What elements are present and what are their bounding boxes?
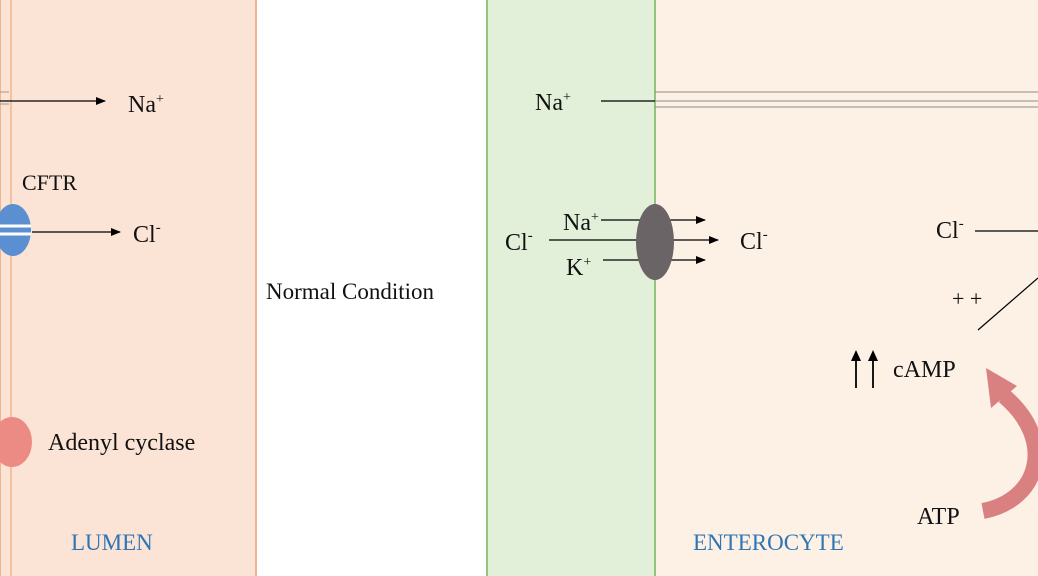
cl-out-label: Cl-: [740, 227, 768, 255]
atp-label: ATP: [917, 504, 960, 530]
cftr-label: CFTR: [22, 170, 77, 195]
nkcc-cotransporter-icon: [636, 204, 674, 280]
enterocyte-region: [654, 0, 1038, 576]
cl-label: Cl-: [133, 220, 161, 248]
curved-conversion-arrow-icon: [981, 368, 1038, 519]
na-label: Na+: [128, 92, 164, 118]
right-panel: Na+ Cl- Na+ K+ Cl- Cl- + +: [486, 0, 1038, 576]
cftr-channel-icon: [0, 204, 31, 256]
lumen-label: LUMEN: [71, 530, 153, 555]
co-na-label: Na+: [563, 210, 599, 236]
stimulation-label: + +: [952, 286, 982, 311]
camp-label: cAMP: [893, 357, 956, 383]
lumen-region: [0, 0, 257, 576]
adenyl-cyclase-icon: [0, 417, 32, 467]
condition-title: Normal Condition: [266, 279, 435, 304]
double-up-arrow-icon: [851, 350, 878, 388]
na-label: Na+: [535, 90, 571, 116]
cl-in-label: Cl-: [505, 228, 533, 256]
co-k-label: K+: [566, 255, 591, 281]
stimulation-line: [977, 277, 1038, 331]
cl-right-label: Cl-: [936, 216, 964, 244]
adenyl-cyclase-label: Adenyl cyclase: [48, 430, 195, 456]
apical-membrane-region: [486, 0, 656, 576]
left-panel: Na+ CFTR Cl- Adenyl cyclase LUMEN: [0, 0, 257, 576]
enterocyte-label: ENTEROCYTE: [693, 530, 844, 555]
